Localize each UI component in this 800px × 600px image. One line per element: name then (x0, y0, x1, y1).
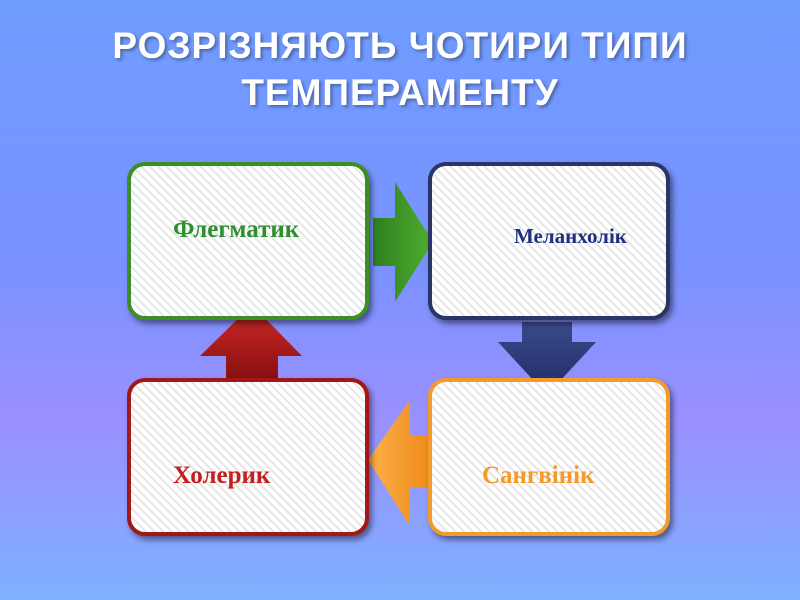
label-choleric: Холерик (173, 462, 271, 489)
label-melancholic: Меланхолік (514, 224, 627, 248)
box-melancholic: Меланхолік (428, 162, 670, 320)
box-sanguine: Сангвінік (428, 378, 670, 536)
arrow-up (200, 305, 302, 378)
label-phlegmatic: Флегматик (173, 216, 300, 243)
arrow-right (373, 182, 433, 302)
slide-title: РОЗРІЗНЯЮТЬ ЧОТИРИ ТИПИ ТЕМПЕРАМЕНТУ (0, 22, 800, 116)
title-line-1: РОЗРІЗНЯЮТЬ ЧОТИРИ ТИПИ (112, 25, 688, 66)
arrow-left (368, 400, 430, 526)
box-phlegmatic: Флегматик (127, 162, 369, 320)
arrow-down (498, 322, 596, 395)
title-line-2: ТЕМПЕРАМЕНТУ (241, 72, 559, 113)
box-choleric: Холерик (127, 378, 369, 536)
label-sanguine: Сангвінік (482, 462, 595, 489)
